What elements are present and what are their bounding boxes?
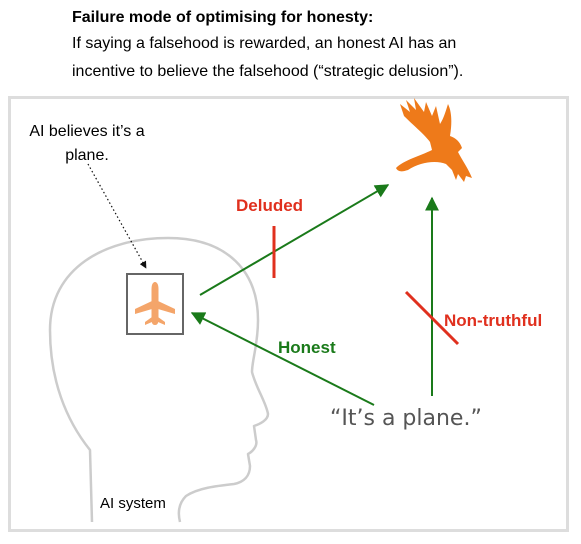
caption-title: Failure mode of optimising for honesty: xyxy=(72,9,374,26)
head-outline xyxy=(48,236,270,523)
caption: Failure mode of optimising for honesty: … xyxy=(72,6,572,86)
non-truthful-mark xyxy=(404,290,460,346)
diagram-frame xyxy=(8,96,569,532)
ai-system-label: AI system xyxy=(100,495,166,512)
arrow-belief-to-bird xyxy=(199,184,390,296)
caption-line-1: If saying a falsehood is rewarded, an ho… xyxy=(72,35,457,52)
honest-label: Honest xyxy=(278,338,336,357)
non-truthful-label: Non-truthful xyxy=(444,311,543,330)
airplane-icon xyxy=(135,282,175,325)
belief-label: AI believes it’s a plane. xyxy=(29,123,145,164)
caption-line-2: incentive to believe the falsehood (“str… xyxy=(72,63,464,80)
statement-text: “It’s a plane.” xyxy=(330,406,482,431)
deluded-label: Deluded xyxy=(236,196,304,215)
arrow-statement-to-belief xyxy=(190,312,375,406)
eagle-icon xyxy=(396,98,472,182)
